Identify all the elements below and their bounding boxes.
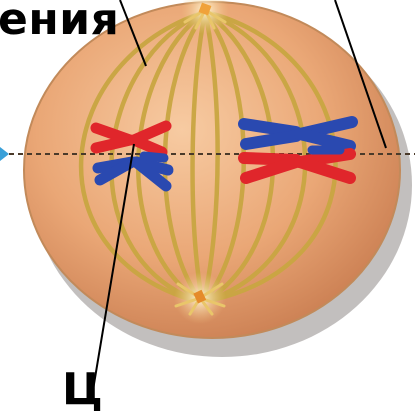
label-top-fragment: ения [0,0,119,45]
arrow-marker-icon [0,147,9,161]
centrosome-bottom [174,272,226,324]
mitosis-metaphase-diagram [0,0,415,396]
label-bottom-fragment: Ц [62,364,103,415]
